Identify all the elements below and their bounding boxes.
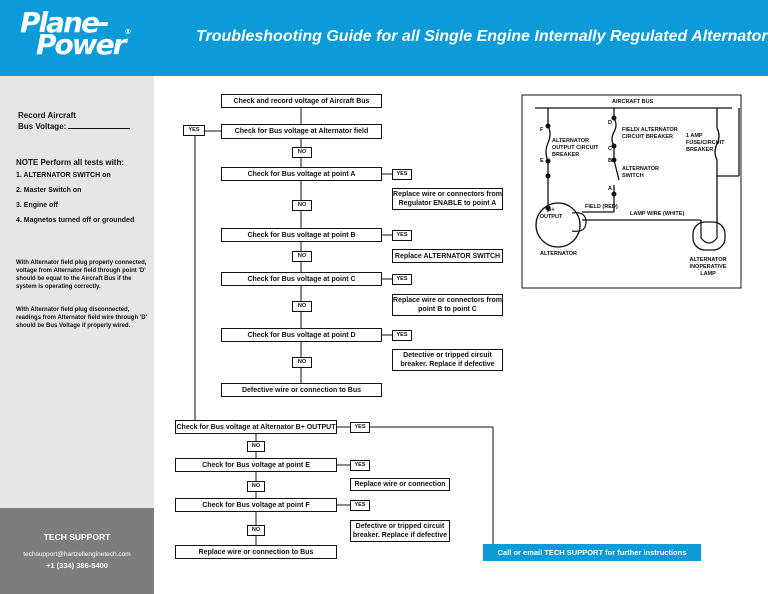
page-title: Troubleshooting Guide for all Single Eng… (196, 28, 768, 45)
wiring-diagram-frame (521, 94, 742, 289)
step-check-b-plus-output: Check for Bus voltage at Alternator B+ O… (175, 420, 337, 434)
no-tag: NO (247, 441, 265, 452)
field-wire-label: FIELD (RED) (585, 204, 618, 210)
point-b (611, 157, 617, 163)
result-defective-wire-bus: Defective wire or connection to Bus (221, 383, 382, 397)
fuse-symbol (714, 127, 720, 161)
logo-plane: Plane- (20, 6, 110, 39)
support-phone[interactable]: +1 (334) 386-5400 (46, 561, 108, 570)
point-e-label: E (540, 158, 544, 164)
no-tag: NO (247, 481, 265, 492)
alternator-switch-symbol (613, 159, 620, 181)
no-tag: NO (292, 251, 312, 262)
note-title: NOTE Perform all tests with: (16, 158, 125, 167)
alternator-symbol (535, 202, 581, 248)
point-c-label: C (608, 146, 612, 152)
lamp-wire-label: LAMP WIRE (WHITE) (630, 211, 685, 217)
yes-tag: YES (350, 460, 370, 471)
point-d (611, 115, 617, 121)
no-tag: NO (292, 357, 312, 368)
lamp-label: ALTERNATOR INOPERATIVE LAMP (689, 257, 727, 277)
call-tech-support-button[interactable]: Call or email TECH SUPPORT for further i… (483, 544, 701, 561)
field-breaker-symbol (611, 117, 617, 147)
alternator-label: ALTERNATOR (540, 251, 577, 257)
yes-tag: YES (392, 274, 412, 285)
step-check-point-d: Check for Bus voltage at point D (221, 328, 382, 342)
info-paragraph-2: With Alternator field plug disconnected,… (16, 307, 147, 329)
note-item: 4. Magnetos turned off or grounded (16, 217, 135, 224)
yes-tag: YES (392, 330, 412, 341)
record-voltage-label: Record Aircraft Bus Voltage: (18, 110, 76, 132)
logo-power: Power® (36, 28, 131, 61)
result-replace-wire-bus: Replace wire or connection to Bus (175, 545, 337, 559)
logo-registered-mark: ® (124, 28, 132, 36)
lamp-symbol (692, 221, 726, 251)
alt-output-breaker-label: ALTERNATOR OUTPUT CIRCUIT BREAKER (552, 138, 599, 158)
result-replace-wire-b-to-c: Replace wire or connectors from point B … (392, 294, 503, 316)
step-record-bus-voltage: Check and record voltage of Aircraft Bus (221, 94, 382, 108)
step-check-point-b: Check for Bus voltage at point B (221, 228, 382, 242)
point-a (611, 191, 617, 197)
info-paragraph-1: With Alternator field plug properly conn… (16, 260, 147, 290)
sidebar (0, 76, 154, 594)
alternator-switch-label: ALTERNATOR SWITCH (622, 166, 659, 179)
logo-text-2: Power (36, 28, 126, 61)
yes-tag: YES (183, 125, 205, 136)
step-check-alternator-field: Check for Bus voltage at Alternator fiel… (221, 124, 382, 139)
logo-text-1: Plane- (20, 6, 110, 39)
point-a-label: A (608, 186, 612, 192)
note-item: 2. Master Switch on (16, 187, 82, 194)
point-b-label: B (608, 158, 612, 164)
fuse-label: 1 AMP FUSE/CIRCUIT BREAKER (686, 133, 725, 153)
no-tag: NO (292, 200, 312, 211)
aircraft-bus-label: AIRCRAFT BUS (612, 99, 654, 105)
point-d-label: D (608, 120, 612, 126)
record-label-line1: Record Aircraft (18, 111, 76, 120)
yes-tag: YES (392, 230, 412, 241)
no-tag: NO (292, 301, 312, 312)
yes-tag: YES (350, 422, 370, 433)
voltage-blank-line (68, 128, 130, 129)
result-replace-wire-point-a: Replace wire or connectors from Regulato… (392, 188, 503, 210)
point-f-label: F (540, 127, 544, 133)
no-tag: NO (292, 147, 312, 158)
support-title: TECH SUPPORT (43, 532, 111, 542)
header-bar: Plane- Power® Troubleshooting Guide for … (0, 0, 768, 76)
note-list: 1. ALTERNATOR SWITCH on 2. Master Switch… (16, 172, 134, 232)
result-defective-breaker-d: Detective or tripped circuit breaker. Re… (392, 349, 503, 371)
point-e (545, 158, 551, 164)
step-check-point-a: Check for Bus voltage at point A (221, 167, 382, 181)
point-f (545, 123, 551, 129)
point-c (611, 143, 617, 149)
field-breaker-label: FIELD/ ALTERNATOR CIRCUIT BREAKER (622, 127, 678, 140)
b-plus-output-label: B+ OUTPUT (539, 207, 563, 220)
point-b-plus (545, 205, 551, 211)
step-check-point-e: Check for Bus voltage at point E (175, 458, 337, 472)
note-item: 1. ALTERNATOR SWITCH on (16, 172, 111, 179)
alt-output-breaker-symbol (545, 124, 551, 162)
note-item: 3. Engine off (16, 202, 58, 209)
step-check-point-c: Check for Bus voltage at point C (221, 272, 382, 286)
tech-support-panel: TECH SUPPORT techsupport@hartzellenginet… (0, 508, 154, 594)
support-email[interactable]: techsupport@hartzellenginetech.com (23, 551, 131, 558)
record-label-line2: Bus Voltage: (18, 122, 67, 131)
yes-tag: YES (350, 500, 370, 511)
yes-tag: YES (392, 169, 412, 180)
no-tag: NO (247, 525, 265, 536)
step-check-point-f: Check for Bus voltage at point F (175, 498, 337, 512)
result-defective-breaker-f: Defective or tripped circuit breaker. Re… (350, 520, 450, 542)
result-replace-alternator-switch: Replace ALTERNATOR SWITCH (392, 249, 503, 263)
result-replace-wire-e: Replace wire or connection (350, 478, 450, 491)
